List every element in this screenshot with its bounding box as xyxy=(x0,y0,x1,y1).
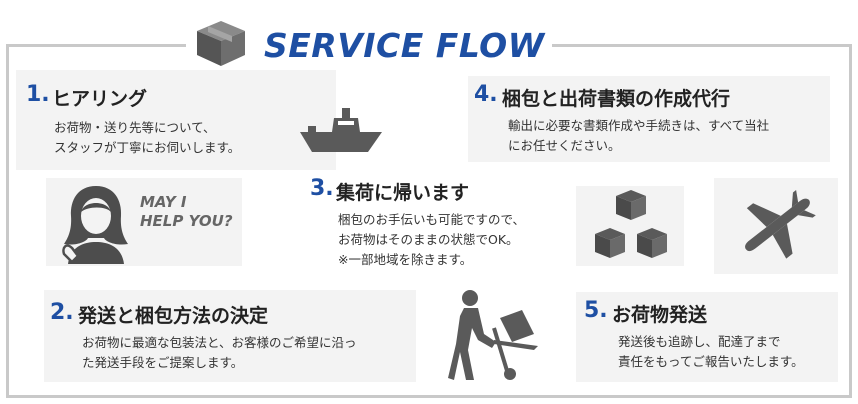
step-5-number: 5. xyxy=(584,298,608,323)
ship-icon xyxy=(300,108,382,152)
step-1-title: ヒアリング xyxy=(52,88,148,110)
speech-text: MAY I HELP YOU? xyxy=(140,193,233,230)
woman-support-icon xyxy=(62,186,128,264)
step-2-description: お荷物に最適な包装法と、お客様のご希望に沿っ た発送手段をご提案します。 xyxy=(82,335,357,370)
step-4-card xyxy=(468,76,830,162)
step-2-card xyxy=(44,290,416,382)
service-flow-header: SERVICE FLOW xyxy=(186,14,552,70)
step-4-description: 輸出に必要な書類作成や手続きは、すべて当社 にお任せください。 xyxy=(508,118,770,153)
airplane-icon xyxy=(745,189,816,259)
boxes-icon xyxy=(595,190,667,258)
step-1-card xyxy=(16,70,336,170)
step-2-title: 発送と梱包方法の決定 xyxy=(78,305,269,327)
step-1-number: 1. xyxy=(26,82,50,107)
hand-truck-icon xyxy=(448,290,538,380)
step-3-number: 3. xyxy=(310,176,334,201)
cardboard-box-icon xyxy=(197,21,245,66)
step-1-description: お荷物・送り先等について、 スタッフが丁寧にお伺いします。 xyxy=(54,120,241,155)
step-5-title: お荷物発送 xyxy=(612,304,708,326)
step-2-number: 2. xyxy=(50,300,74,325)
step-5-description: 発送後も追跡し、配達了まで 責任をもってご報告いたします。 xyxy=(618,334,804,369)
step-5-card xyxy=(576,292,838,382)
step-3-title: 集荷に帰います xyxy=(336,182,470,204)
page-title: SERVICE FLOW xyxy=(264,26,545,65)
step-4-title: 梱包と出荷書類の作成代行 xyxy=(502,88,731,110)
step-3-description: 梱包のお手伝いも可能ですので、 お荷物はそのままの状態でOK。 ※一部地域を除き… xyxy=(338,212,526,267)
step-4-number: 4. xyxy=(474,82,498,107)
step-3-card xyxy=(298,170,560,282)
